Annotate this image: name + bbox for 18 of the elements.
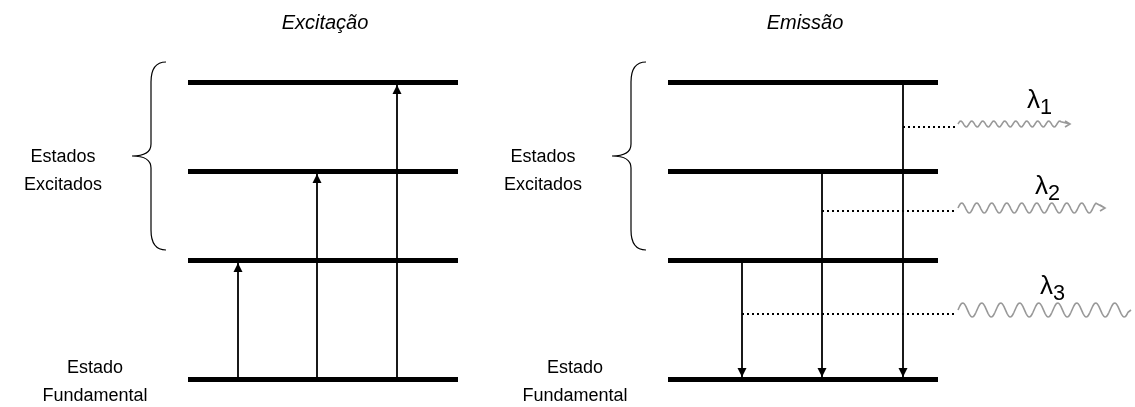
wavelength-label: λ$_{3}$ [1040, 270, 1066, 308]
state-label: Estados Excitados [502, 145, 583, 196]
state-label: Estado Fundamental [521, 356, 629, 407]
transition-arrow [392, 84, 402, 378]
transition-arrow [737, 262, 747, 378]
panel-title: Excitação [280, 10, 370, 35]
wavelength-label: λ$_{1}$ [1027, 84, 1053, 122]
wavelength-label: λ$_{2}$ [1035, 170, 1061, 208]
state-label: Estado Fundamental [41, 356, 149, 407]
panel-title: Emissão [765, 10, 845, 35]
transition-arrow [898, 84, 908, 378]
dotted-line [902, 126, 956, 128]
transition-arrow [233, 262, 243, 378]
transition-arrow [312, 173, 322, 378]
dotted-line [741, 313, 956, 315]
state-label: Estados Excitados [22, 145, 103, 196]
transition-arrow [817, 173, 827, 378]
dotted-line [821, 210, 956, 212]
